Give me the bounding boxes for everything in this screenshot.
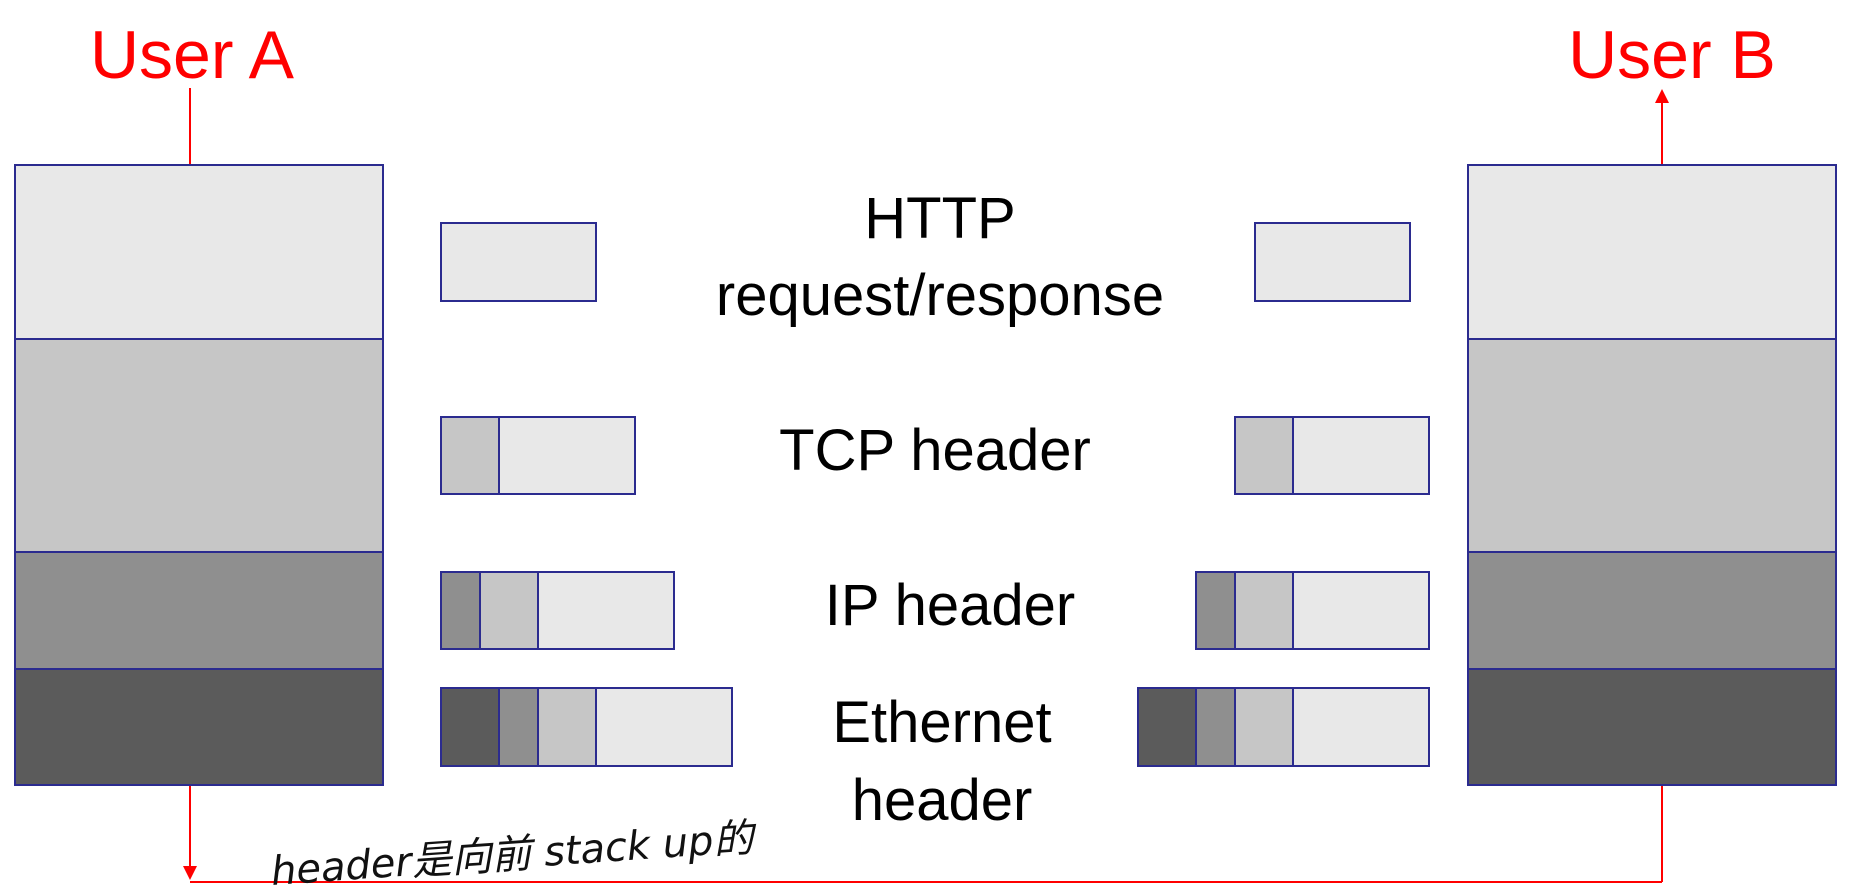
http-payload-segment	[1292, 571, 1430, 650]
tcp-header-segment	[537, 687, 597, 767]
tcp-header-segment	[440, 416, 500, 495]
ip-packet-left	[440, 571, 675, 650]
data-flow-path	[183, 88, 1669, 883]
stack-b-transport-layer	[1467, 338, 1837, 553]
tcp-packet-left	[440, 416, 636, 495]
http-packet-left	[440, 222, 597, 302]
ip-header-segment	[1195, 571, 1236, 650]
stack-a-link-layer	[14, 668, 384, 786]
ethernet-frame-right	[1137, 687, 1430, 767]
stack-b-application-layer	[1467, 164, 1837, 340]
stack-a-network-layer	[14, 551, 384, 670]
tcp-packet-right	[1234, 416, 1430, 495]
stack-user-a	[14, 164, 384, 786]
tcp-header-segment	[479, 571, 539, 650]
http-payload-segment	[498, 416, 636, 495]
http-packet-right	[1254, 222, 1411, 302]
ip-header-segment	[498, 687, 539, 767]
http-payload-segment	[440, 222, 597, 302]
stack-a-application-layer	[14, 164, 384, 340]
ethernet-header-segment	[440, 687, 500, 767]
http-label-line1: HTTP	[864, 186, 1015, 251]
tcp-header-segment	[1234, 571, 1294, 650]
ip-packet-right	[1195, 571, 1430, 650]
http-payload-segment	[1292, 416, 1430, 495]
stack-a-transport-layer	[14, 338, 384, 553]
http-payload-segment	[1292, 687, 1430, 767]
ethernet-label-line1: Ethernet	[832, 690, 1051, 755]
ip-header-segment	[440, 571, 481, 650]
stack-b-link-layer	[1467, 668, 1837, 786]
ethernet-frame-left	[440, 687, 733, 767]
user-b-label: User B	[1568, 17, 1776, 93]
stack-b-network-layer	[1467, 551, 1837, 670]
http-payload-segment	[1254, 222, 1411, 302]
ip-label: IP header	[825, 573, 1075, 638]
tcp-header-segment	[1234, 416, 1294, 495]
stack-user-b	[1467, 164, 1837, 786]
tcp-header-segment	[1234, 687, 1294, 767]
ethernet-header-segment	[1137, 687, 1197, 767]
http-payload-segment	[537, 571, 675, 650]
http-label-line2: request/response	[716, 263, 1164, 328]
http-payload-segment	[595, 687, 733, 767]
user-a-label: User A	[90, 17, 295, 93]
ip-header-segment	[1195, 687, 1236, 767]
tcp-label: TCP header	[779, 418, 1091, 483]
ethernet-label-line2: header	[852, 768, 1033, 833]
